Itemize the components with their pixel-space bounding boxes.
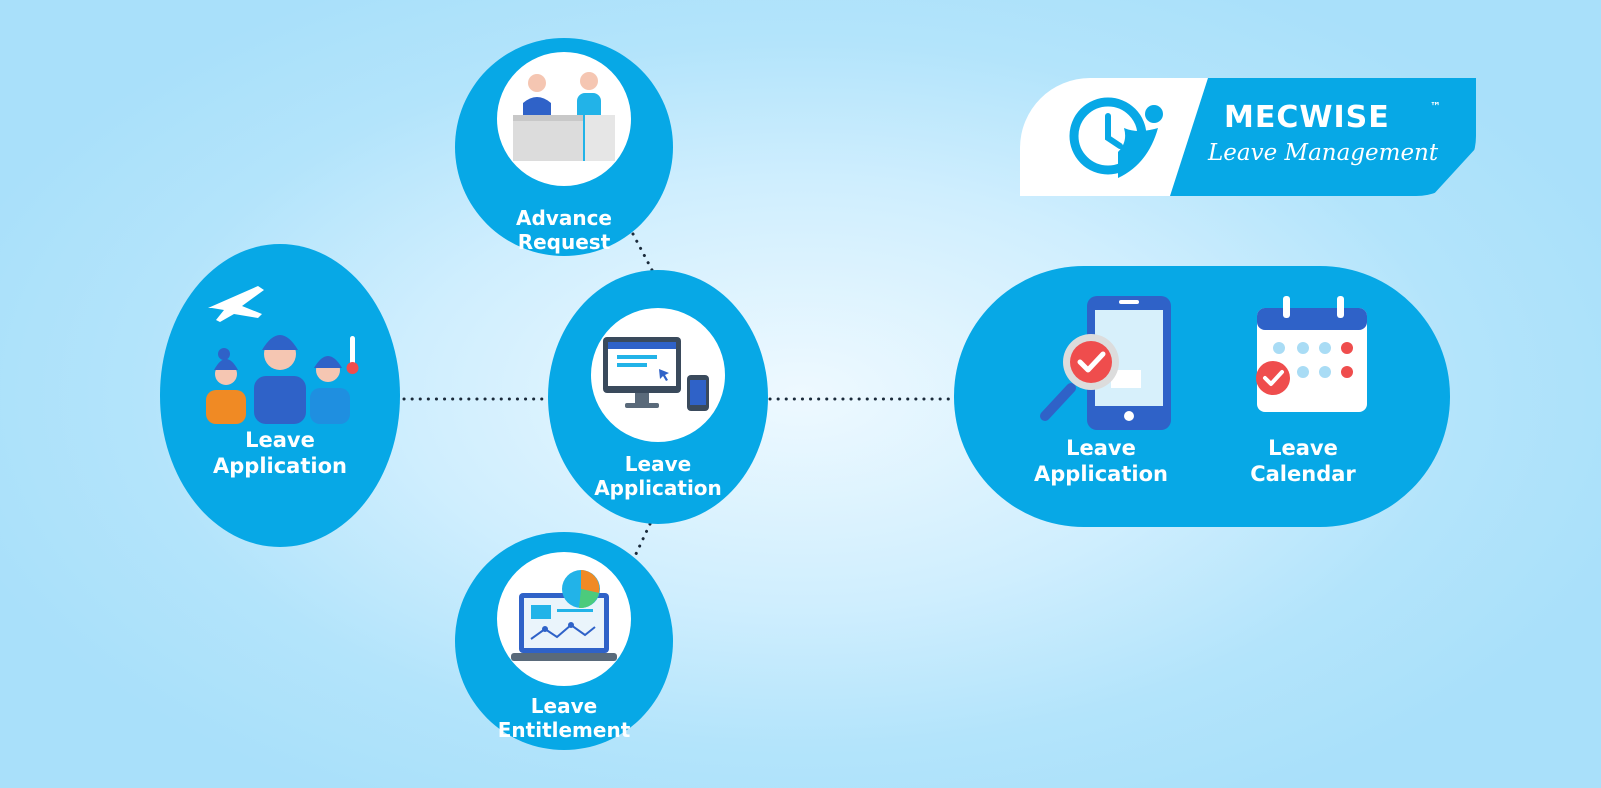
left-leave-application-node[interactable]: Leave Application	[160, 244, 400, 547]
center-icon-disc	[591, 308, 725, 442]
advance-request-label: Advance Request	[516, 206, 612, 255]
leave-entitlement-node[interactable]: Leave Entitlement	[455, 532, 673, 750]
entitlement-icon-disc	[497, 552, 631, 686]
phone-magnifier-icon	[1040, 296, 1171, 430]
laptop-chart-icon	[511, 570, 617, 661]
computer-screen-icon	[603, 337, 709, 411]
right-leave-application-item[interactable]: Leave Application	[1031, 292, 1171, 487]
mecwise-clock-runner-logo	[1069, 97, 1163, 178]
center-leave-application-label: Leave Application	[594, 452, 722, 501]
left-leave-application-label: Leave Application	[213, 428, 347, 478]
brand-tagline: Leave Management	[1208, 140, 1439, 166]
right-leave-calendar-label: Leave Calendar	[1250, 436, 1356, 486]
leave-entitlement-label: Leave Entitlement	[497, 694, 631, 743]
family-travel-sick-icon	[206, 286, 359, 424]
brand-trademark: ™	[1430, 100, 1441, 113]
right-leave-calendar-item[interactable]: Leave Calendar	[1233, 292, 1373, 487]
logo-blue-panel	[1170, 78, 1476, 196]
advance-request-node[interactable]: Advance Request	[455, 38, 673, 256]
connector-center-advance	[631, 232, 654, 272]
mecwise-logo-banner: MECWISE ™ Leave Management	[1020, 78, 1476, 196]
reception-desk-icon	[513, 72, 615, 161]
calendar-icon	[1256, 296, 1367, 412]
center-leave-application-node[interactable]: Leave Application	[548, 270, 768, 524]
connector-center-entitlement	[633, 522, 652, 558]
right-leave-application-label: Leave Application	[1034, 436, 1168, 486]
advance-request-icon-disc	[497, 52, 631, 186]
brand-name: MECWISE	[1224, 100, 1390, 135]
right-features-node[interactable]: Leave Application Leave Calendar	[954, 266, 1450, 527]
